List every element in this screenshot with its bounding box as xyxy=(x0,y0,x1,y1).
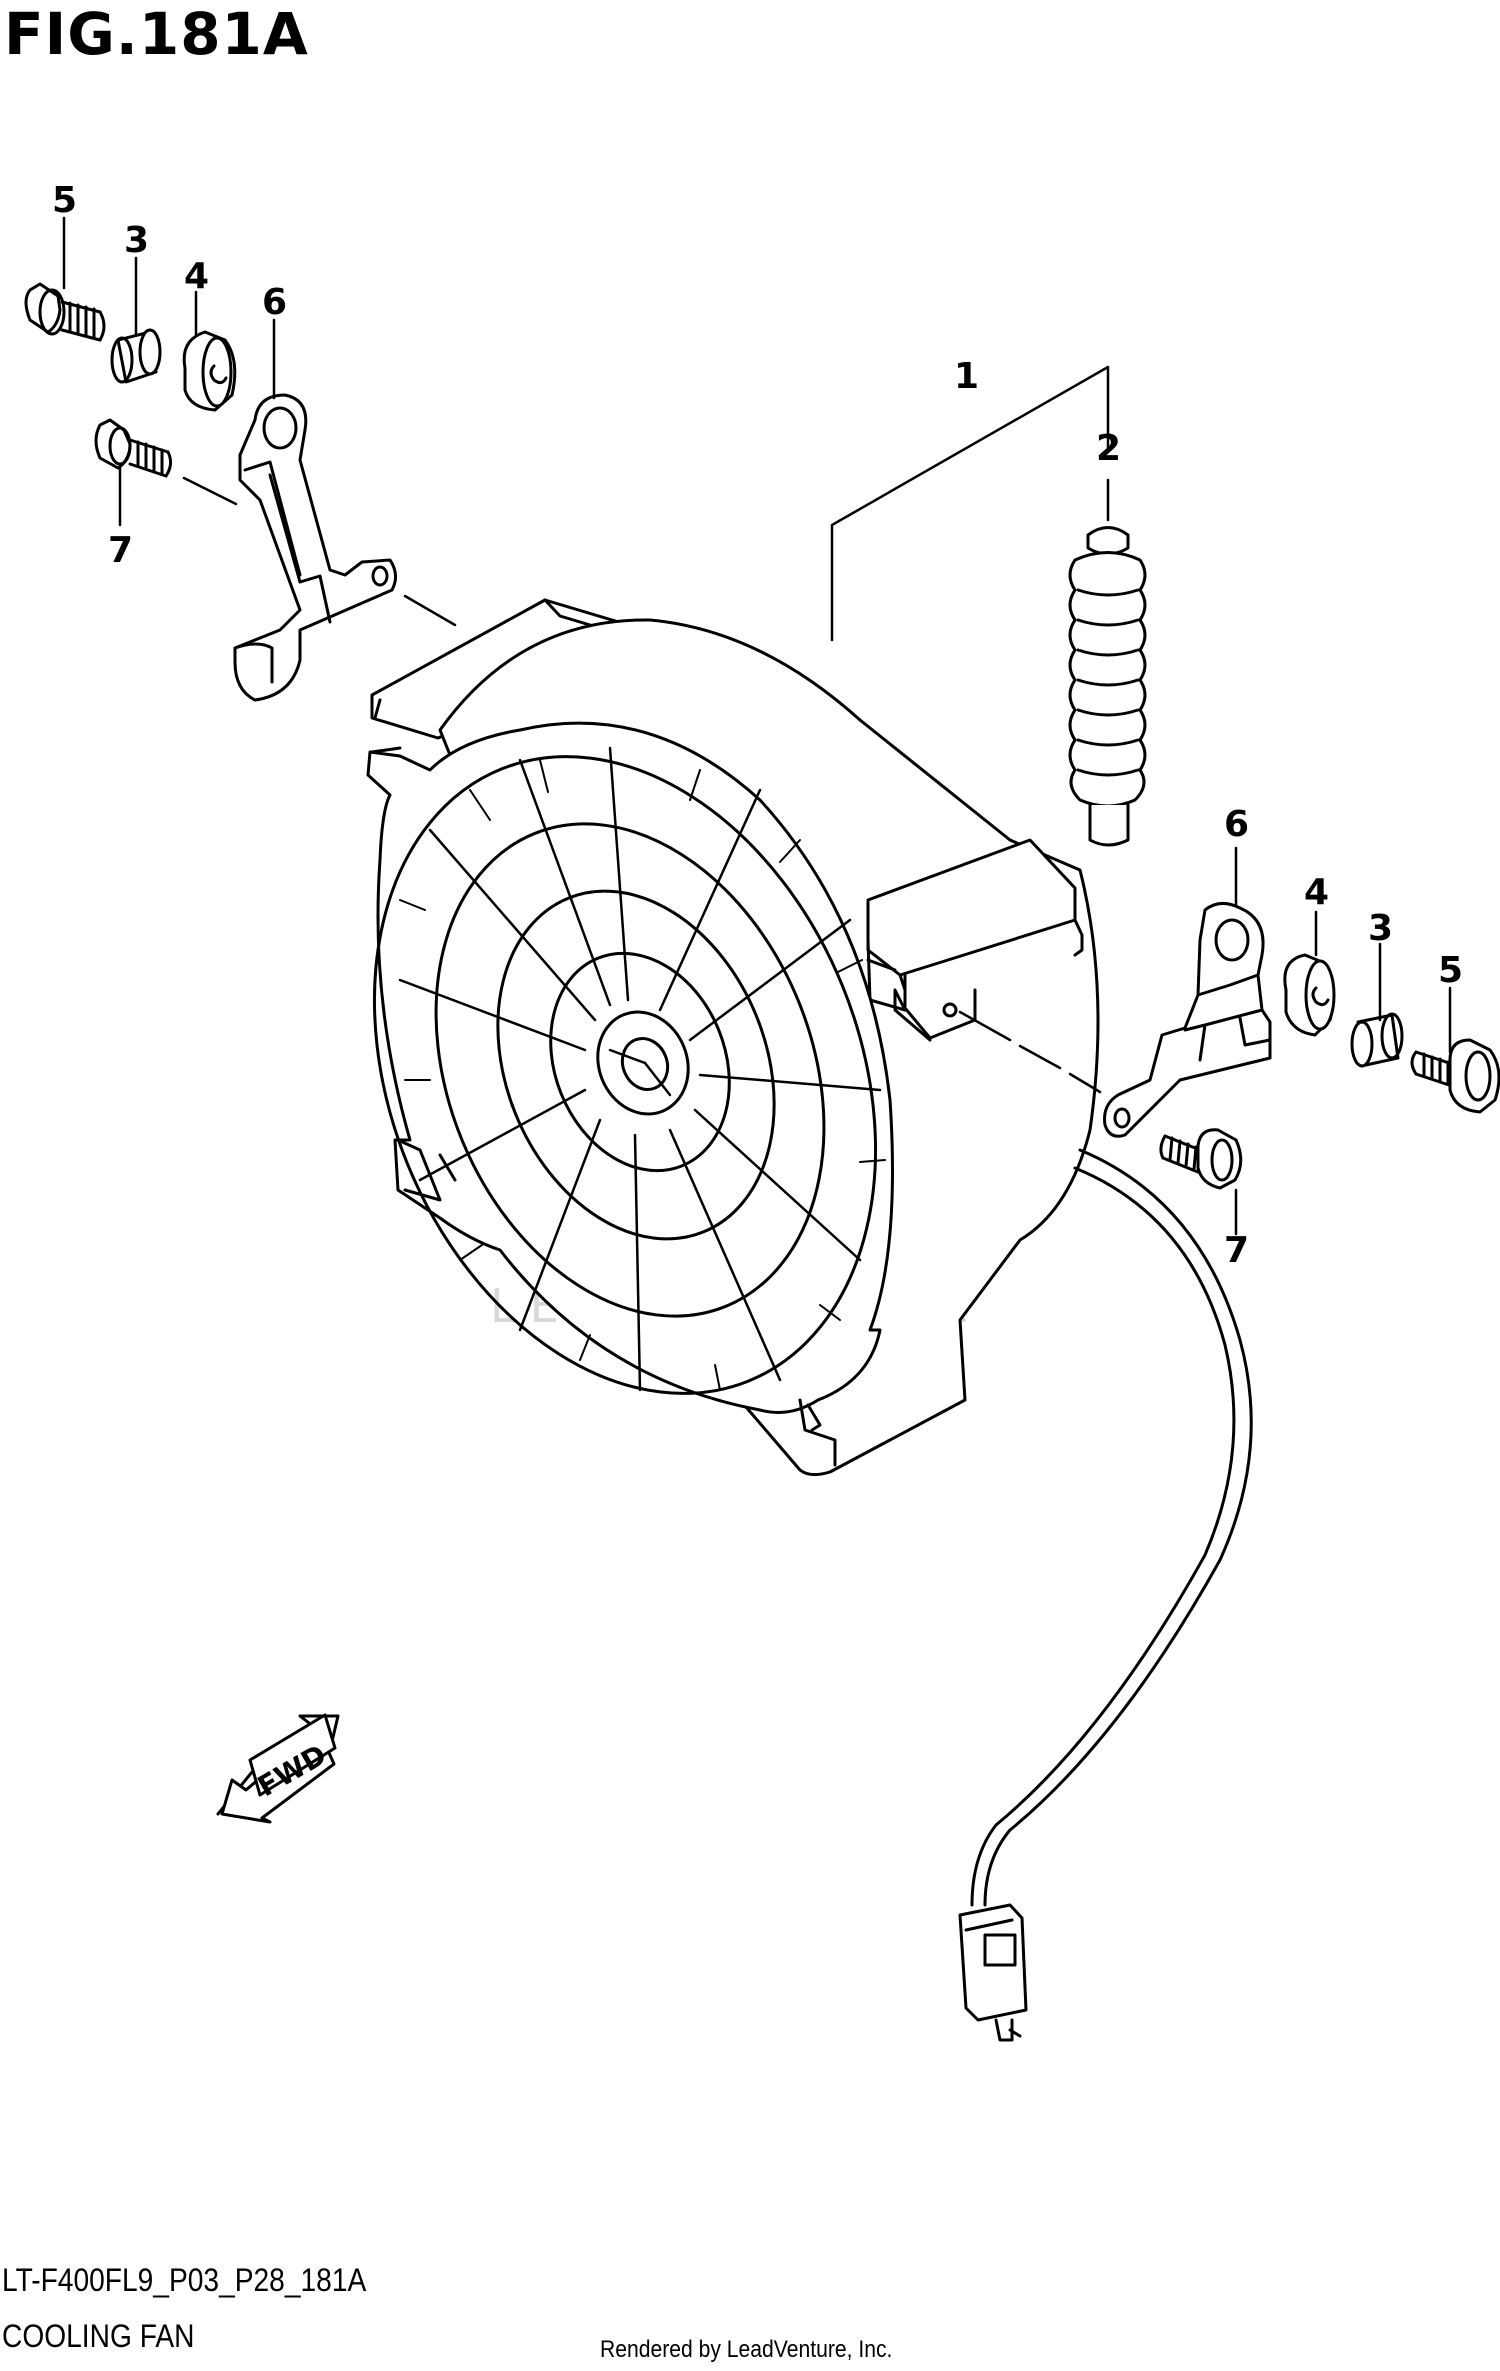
callout-1: 1 xyxy=(954,356,979,397)
leader-lines xyxy=(62,216,1452,1236)
figure-code: LT-F400FL9_P03_P28_181A xyxy=(2,2262,367,2298)
callout-5-left: 5 xyxy=(52,180,77,221)
callout-4-left: 4 xyxy=(184,256,209,297)
callout-3-right: 3 xyxy=(1368,908,1393,949)
fan-housing xyxy=(366,598,1100,1477)
render-credit: Rendered by LeadVenture, Inc. xyxy=(600,2336,893,2363)
figure-name: COOLING FAN xyxy=(2,2318,195,2354)
bolt-5-right xyxy=(1410,1038,1500,1114)
grommet-4-right xyxy=(1283,953,1336,1037)
rubber-boot xyxy=(1068,526,1147,847)
bracket-6-right xyxy=(1103,902,1272,1138)
callout-5-right: 5 xyxy=(1438,950,1463,991)
bolt-5-left xyxy=(24,282,106,342)
callout-6-left: 6 xyxy=(262,282,287,323)
bracket-6-left xyxy=(233,393,397,702)
callout-2: 2 xyxy=(1096,428,1121,469)
collar-3-right xyxy=(1350,1012,1404,1068)
figure-title: FIG.181A xyxy=(4,0,309,68)
callout-6-right: 6 xyxy=(1224,804,1249,845)
callout-4-right: 4 xyxy=(1304,872,1329,913)
wire-harness xyxy=(958,1148,1253,2042)
fwd-arrow xyxy=(216,1713,340,1824)
collar-3-left xyxy=(110,328,162,384)
bolt-7-left xyxy=(94,418,173,478)
callout-7-left: 7 xyxy=(108,530,133,571)
bolt-7-right xyxy=(1159,1128,1243,1190)
callout-7-right: 7 xyxy=(1224,1230,1249,1271)
callout-3-left: 3 xyxy=(124,220,149,261)
grommet-4-left xyxy=(182,330,237,412)
